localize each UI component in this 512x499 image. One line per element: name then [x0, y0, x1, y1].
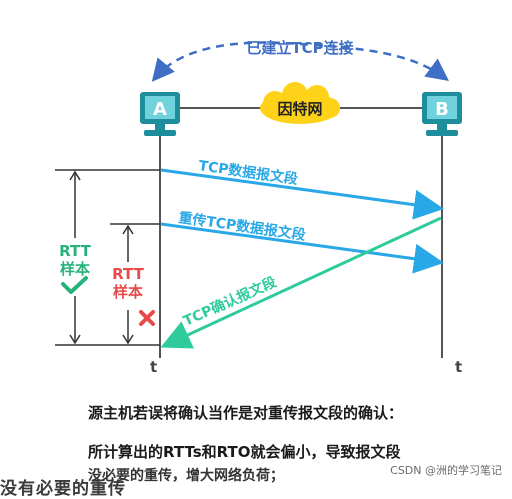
caption-line-2: 所计算出的RTTs和RTO就会偏小，导致报文段 [88, 443, 401, 461]
retransmit-label: 重传TCP数据报文段 [177, 209, 306, 244]
rtt-sample-wrong-bracket [122, 224, 134, 345]
cutoff-subtitle: 没有必要的重传 [0, 479, 126, 499]
connection-arc [151, 41, 450, 82]
ack-label: TCP确认报文段 [181, 273, 279, 329]
rtt-sample-correct-line2: 样本 [60, 260, 90, 278]
host-b-label: B [435, 99, 449, 120]
caption-line-3: 没必要的重传，增大网络负荷； [88, 468, 284, 484]
watermark: CSDN @洲的学习笔记 [390, 464, 502, 477]
rtt-sample-wrong-line2: 样本 [113, 283, 143, 301]
network-label: 因特网 [277, 100, 322, 118]
check-icon [61, 276, 88, 294]
internet-cloud: 因特网 [260, 82, 340, 124]
cross-icon [139, 310, 155, 326]
caption-line-1: 源主机若误将确认当作是对重传报文段的确认： [88, 404, 404, 422]
time-label-b: t [455, 358, 462, 376]
rtt-sample-wrong-line1: RTT [112, 265, 144, 283]
data-segment-arrow [160, 168, 444, 220]
rtt-sample-correct-line1: RTT [59, 242, 91, 260]
connection-label: 已建立TCP连接 [246, 39, 353, 57]
host-b: B [422, 92, 462, 136]
retransmit-arrow [160, 222, 444, 274]
rtt-sample-correct-bracket [69, 170, 81, 345]
time-label-a: t [150, 358, 157, 376]
ack-arrow [160, 216, 442, 349]
host-a: A [140, 92, 180, 136]
host-a-label: A [153, 99, 167, 120]
